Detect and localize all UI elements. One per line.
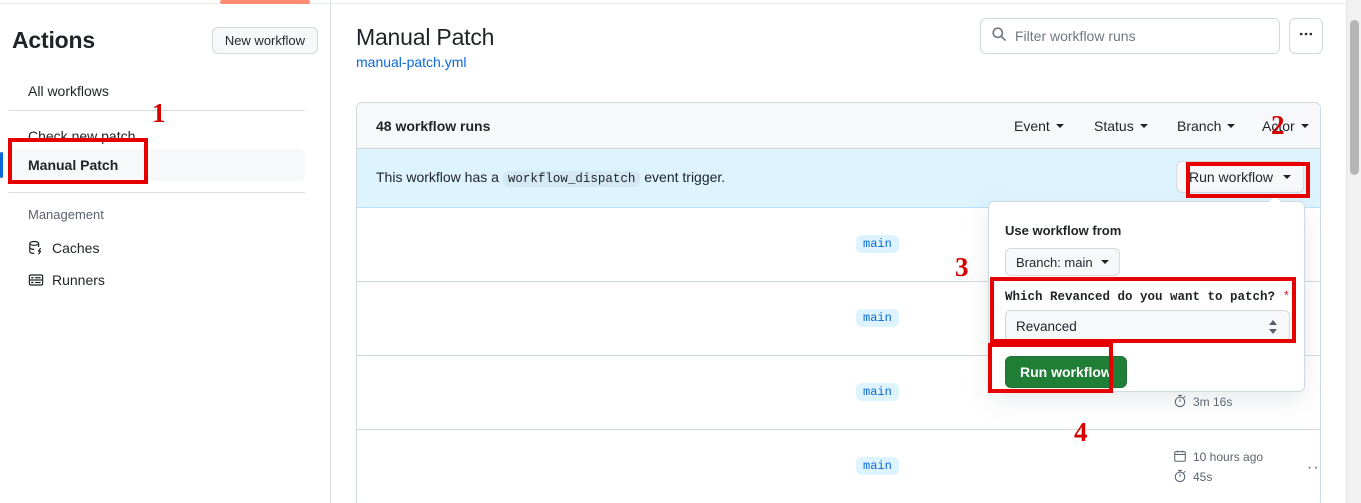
- run-duration-label: 45s: [1193, 470, 1213, 484]
- dispatch-banner-text: This workflow has a workflow_dispatch ev…: [376, 169, 726, 187]
- sidebar-item-label: Runners: [52, 272, 105, 288]
- branch-select-label: Branch: main: [1016, 254, 1093, 270]
- filter-workflow-runs-box[interactable]: [980, 18, 1280, 54]
- workflow-input-label-text: Which Revanced do you want to patch?: [1005, 290, 1276, 304]
- page-title: Manual Patch: [356, 24, 495, 50]
- table-row[interactable]: main: [357, 282, 1320, 356]
- run-meta: 10 hours ago 45s: [1173, 447, 1263, 487]
- sidebar-divider-1: [8, 110, 305, 111]
- sidebar-item-label: Manual Patch: [28, 157, 119, 173]
- workflow-dispatch-banner: This workflow has a workflow_dispatch ev…: [357, 149, 1320, 208]
- stepper-icon: [1267, 318, 1279, 336]
- sidebar-item-label: Check new patch: [28, 128, 136, 144]
- search-icon: [991, 26, 1007, 47]
- chevron-down-icon: [1055, 124, 1064, 128]
- revanced-select[interactable]: Revanced: [1005, 310, 1290, 342]
- table-row[interactable]: main: [357, 208, 1320, 282]
- filter-branch[interactable]: Branch: [1177, 118, 1236, 134]
- filter-branch-label: Branch: [1177, 118, 1222, 134]
- chevron-down-icon: [1100, 260, 1109, 264]
- kebab-icon: [1298, 26, 1314, 47]
- table-row[interactable]: main 3m 16s: [357, 356, 1320, 430]
- sidebar-item-caches[interactable]: Caches: [8, 232, 305, 264]
- sidebar-item-manual-patch[interactable]: Manual Patch: [0, 149, 305, 181]
- run-workflow-submit-button[interactable]: Run workflow: [1005, 356, 1127, 388]
- chevron-down-icon: [1227, 124, 1236, 128]
- dropdown-caret-icon: [1268, 194, 1282, 202]
- run-duration-label: 3m 16s: [1193, 395, 1233, 409]
- page-scrollbar-thumb[interactable]: [1350, 20, 1359, 175]
- branch-badge[interactable]: main: [856, 383, 899, 401]
- sidebar-title: Actions: [12, 27, 95, 53]
- runners-icon: [28, 272, 44, 288]
- sidebar-management-heading: Management: [28, 207, 104, 222]
- sidebar: Actions New workflow All workflows Check…: [0, 4, 330, 503]
- sidebar-divider-2: [8, 192, 305, 193]
- branch-badge[interactable]: main: [856, 457, 899, 475]
- filter-event[interactable]: Event: [1014, 118, 1064, 134]
- sidebar-item-check-new-patch[interactable]: Check new patch: [8, 120, 305, 152]
- filter-status[interactable]: Status: [1094, 118, 1148, 134]
- sidebar-item-runners[interactable]: Runners: [8, 264, 305, 296]
- run-date-label: 10 hours ago: [1193, 450, 1264, 464]
- sidebar-item-label: Caches: [52, 240, 100, 256]
- workflow-runs-count: 48 workflow runs: [376, 118, 491, 134]
- chevron-down-icon: [1283, 175, 1291, 179]
- stopwatch-icon: [1173, 469, 1187, 486]
- filter-actor-label: Actor: [1262, 118, 1295, 134]
- sidebar-item-all-workflows[interactable]: All workflows: [8, 75, 305, 107]
- required-marker: *: [1282, 290, 1291, 304]
- dispatch-suffix: event trigger.: [644, 169, 726, 185]
- stopwatch-icon: [1173, 394, 1187, 411]
- run-duration: 3m 16s: [1173, 392, 1232, 412]
- revanced-select-value: Revanced: [1016, 318, 1077, 334]
- workflow-file-link[interactable]: manual-patch.yml: [356, 54, 467, 70]
- run-meta: 3m 16s: [1173, 392, 1232, 412]
- run-workflow-dropdown-button[interactable]: Run workflow: [1175, 161, 1304, 193]
- table-row[interactable]: main 10 hours ago: [357, 430, 1320, 503]
- branch-select-button[interactable]: Branch: main: [1005, 248, 1120, 276]
- top-hairline: [0, 3, 1361, 4]
- filter-event-label: Event: [1014, 118, 1050, 134]
- run-duration: 45s: [1173, 467, 1263, 487]
- chevron-down-icon: [1139, 124, 1148, 128]
- workflow-runs-header: 48 workflow runs Event Status Branch Act…: [357, 103, 1320, 149]
- calendar-icon: [1173, 449, 1187, 466]
- search-input[interactable]: [1007, 19, 1269, 53]
- sidebar-item-label: All workflows: [28, 83, 109, 99]
- sidebar-main-divider: [330, 0, 331, 503]
- dispatch-prefix: This workflow has a: [376, 169, 499, 185]
- row-more-options-button[interactable]: ···: [1307, 459, 1320, 476]
- active-tab-indicator: [220, 0, 310, 4]
- chevron-down-icon: [1300, 124, 1309, 128]
- more-options-button[interactable]: [1289, 18, 1323, 54]
- filter-status-label: Status: [1094, 118, 1134, 134]
- branch-badge[interactable]: main: [856, 309, 899, 327]
- filter-actor[interactable]: Actor: [1262, 118, 1309, 134]
- use-workflow-from-label: Use workflow from: [1005, 223, 1122, 238]
- cache-icon: [28, 240, 44, 256]
- run-date: 10 hours ago: [1173, 447, 1263, 467]
- sidebar-header: Actions New workflow: [12, 24, 318, 58]
- branch-badge[interactable]: main: [856, 235, 899, 253]
- run-workflow-trigger-label: Run workflow: [1188, 169, 1273, 185]
- page-scrollbar-track[interactable]: [1346, 0, 1361, 503]
- run-workflow-dropdown-panel: Use workflow from Branch: main Which Rev…: [988, 194, 1305, 392]
- workflow-input-label: Which Revanced do you want to patch? *: [1005, 290, 1290, 304]
- new-workflow-button[interactable]: New workflow: [211, 27, 318, 54]
- dispatch-event-code: workflow_dispatch: [502, 171, 641, 187]
- main-content: Manual Patch manual-patch.yml 48 workflo…: [331, 4, 1343, 503]
